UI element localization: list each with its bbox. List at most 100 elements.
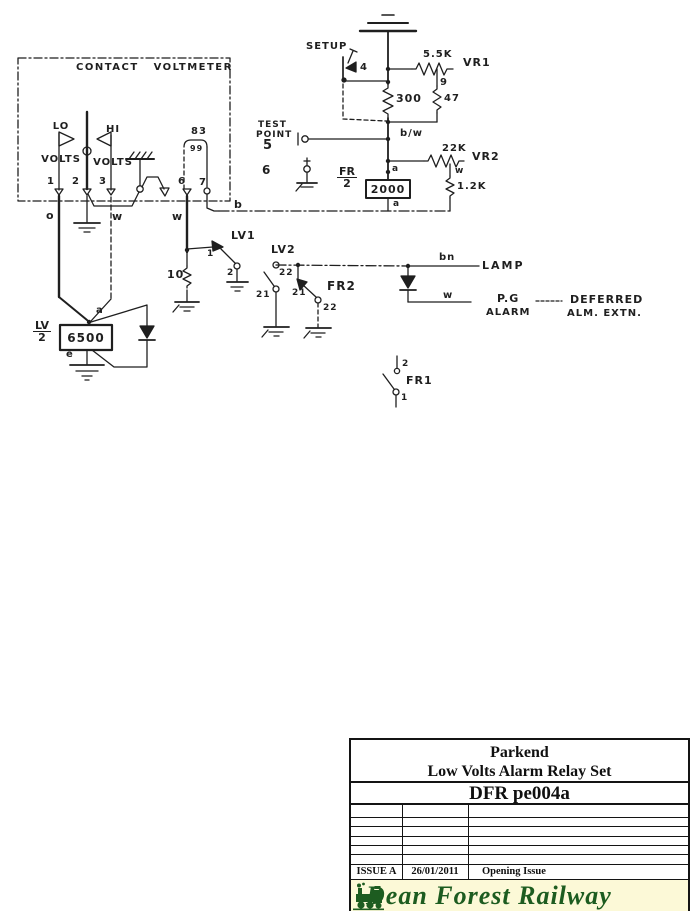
lv1-contact xyxy=(186,240,249,292)
drawing-title: Parkend Low Volts Alarm Relay Set xyxy=(351,740,688,783)
wire-b-corner xyxy=(206,193,220,212)
lamp-label: LAMP xyxy=(482,259,525,272)
resistor-47-label: 47 xyxy=(444,93,460,104)
setup-label: SETUP xyxy=(306,41,348,52)
coil-6-7-loop xyxy=(183,139,208,190)
terminal-1-label: 1 xyxy=(47,176,55,187)
fr1-contact-2-label: 2 xyxy=(402,359,410,369)
terminal-marks xyxy=(54,187,211,196)
drawing-subtitle: Low Volts Alarm Relay Set xyxy=(427,763,612,780)
lv-coil-name-num: LV xyxy=(33,319,52,332)
revision-row-empty xyxy=(351,818,688,827)
wire-w-alarm-label: w xyxy=(443,290,454,301)
junction-dots xyxy=(86,66,411,325)
contact-voltmeter-box xyxy=(17,57,231,202)
hi-volts-label: HI VOLTS xyxy=(93,102,133,190)
drawing-number: DFR pe004a xyxy=(351,783,688,805)
deferred-label: DEFERRED xyxy=(570,293,644,306)
lv2-contact-21-label: 21 xyxy=(256,290,271,300)
fr-coil-top-label: a xyxy=(392,164,400,174)
resistor-300-label: 300 xyxy=(396,92,422,105)
issue-date: 26/01/2011 xyxy=(411,866,459,877)
issue-row: ISSUE A 26/01/2011 Opening Issue xyxy=(351,865,688,879)
wire-bw-label: b/w xyxy=(400,128,424,139)
lv1-contact-2-label: 2 xyxy=(227,268,235,278)
resistor-vr1 xyxy=(387,62,454,76)
schematic-linework xyxy=(17,14,563,408)
lv2-label: LV2 xyxy=(271,243,296,256)
wire-w3-label: w xyxy=(112,210,124,223)
ground-symbol xyxy=(73,195,101,233)
test-point-6 xyxy=(295,157,318,192)
terminal-7-label: 7 xyxy=(199,177,207,188)
title-block: Parkend Low Volts Alarm Relay Set DFR pe… xyxy=(349,738,690,911)
loop-99-label: 99 xyxy=(190,144,204,153)
pg-label: P.G xyxy=(497,292,520,305)
lv2-contact-22-label: 22 xyxy=(279,268,294,278)
lo-volts-label: LO VOLTS xyxy=(41,99,81,187)
hi-label: HI xyxy=(105,124,121,135)
battery-icon xyxy=(358,14,418,70)
table-divider xyxy=(468,805,469,879)
vr1-label: VR1 xyxy=(463,56,491,69)
company-name: Dean Forest Railway xyxy=(366,881,612,910)
lv1-label: LV1 xyxy=(231,229,256,242)
output-wires xyxy=(399,265,563,303)
fr-coil-bottom-label: a xyxy=(393,199,401,209)
fr-coil-value: 2000 xyxy=(370,182,406,196)
test-point-5-label: 5 xyxy=(263,138,274,153)
company-banner: Dean Forest Railway xyxy=(351,879,688,911)
fr-coil-name-den: 2 xyxy=(343,177,351,190)
issue-note: Opening Issue xyxy=(482,866,546,877)
lamp-diode xyxy=(400,275,416,289)
loop-83-label: 83 xyxy=(191,126,207,137)
revision-row-empty xyxy=(351,827,688,837)
revision-table: ISSUE A 26/01/2011 Opening Issue xyxy=(351,805,688,879)
fr2-label: FR2 xyxy=(327,279,356,293)
terminal-3-label: 3 xyxy=(99,176,107,187)
lv-coil-name-den: 2 xyxy=(38,331,46,344)
tap-9-label: 9 xyxy=(440,77,448,88)
fr1-label: FR1 xyxy=(406,374,433,387)
lo-volts-flag-icon xyxy=(58,131,75,191)
voltmeter-title: CONTACT VOLTMETER xyxy=(76,62,233,73)
vr2-value-label: 22K xyxy=(442,143,467,154)
test-label: TEST xyxy=(258,120,287,130)
fr2-contact xyxy=(296,264,332,339)
revision-row-empty xyxy=(351,837,688,846)
wire-b-label: b xyxy=(234,198,243,211)
table-divider xyxy=(402,805,403,879)
lv1-contact-1-label: 1 xyxy=(207,249,215,259)
wire-o-label: o xyxy=(46,209,55,222)
wire-w3-diag xyxy=(90,298,112,322)
vr2-label: VR2 xyxy=(472,150,500,163)
alarm-label: ALARM xyxy=(486,307,531,318)
resistor-10 xyxy=(172,251,200,313)
fr-coil-name-num: FR xyxy=(337,165,357,178)
lv-coil-diode xyxy=(90,304,156,368)
resistor-vr2 xyxy=(387,154,465,212)
test-point-6-label: 6 xyxy=(262,163,272,177)
resistor-1k2-label: 1.2K xyxy=(457,181,487,192)
resistor-300 xyxy=(382,83,394,119)
fr2-contact-22-label: 22 xyxy=(323,303,338,313)
terminal-6-label: 6 xyxy=(178,176,186,187)
lo-volts-word: VOLTS xyxy=(41,154,81,165)
issue-label: ISSUE A xyxy=(356,866,397,877)
fr1-contact-1-label: 1 xyxy=(401,393,409,403)
fr-coil-name: FR 2 xyxy=(337,166,357,189)
setup-switch xyxy=(341,48,387,122)
point-label: POINT xyxy=(256,130,293,140)
test-point-5 xyxy=(297,132,387,146)
lv-coil-bottom-label: e xyxy=(66,349,74,360)
fr2-contact-21-label: 21 xyxy=(292,288,307,298)
hi-volts-word: VOLTS xyxy=(93,157,133,168)
wire-o-diag xyxy=(58,296,88,321)
wire-w6-label: w xyxy=(172,210,184,223)
fr1-contact xyxy=(382,355,401,408)
lv-coil-value: 6500 xyxy=(67,330,105,345)
wire-w-vr2-label: w xyxy=(455,166,465,176)
revision-row-empty xyxy=(351,805,688,818)
revision-row-empty xyxy=(351,846,688,855)
